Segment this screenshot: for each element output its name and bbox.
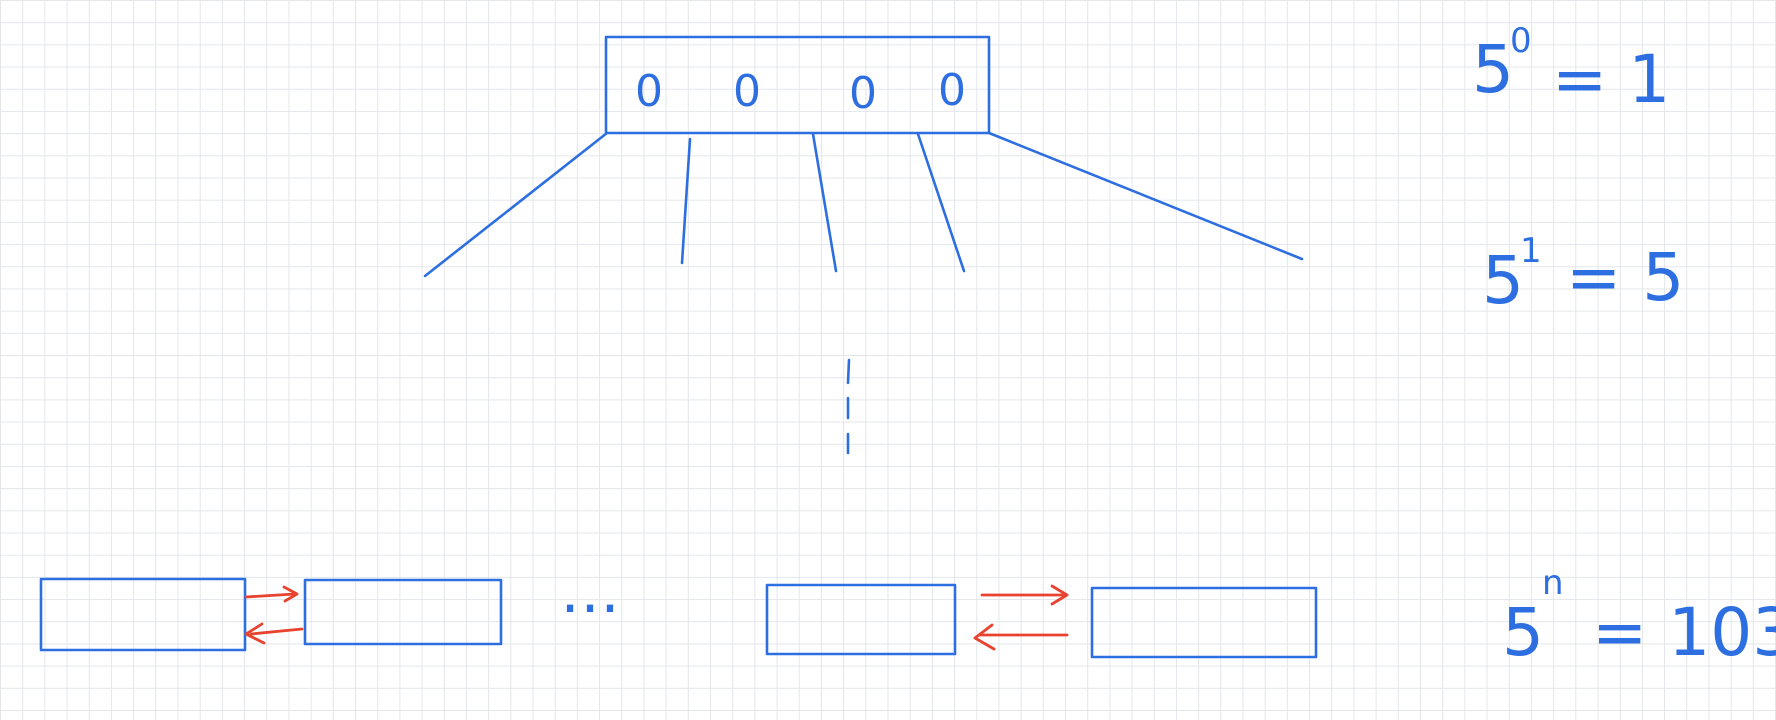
eq0-rhs: = 1 xyxy=(1552,41,1670,118)
leaf-node-2 xyxy=(303,578,503,646)
leaf-node-3 xyxy=(765,583,957,656)
equation-level-0: 5 0 = 1 xyxy=(1472,21,1670,118)
eqn-base: 5 xyxy=(1502,594,1544,671)
eq1-rhs: = 5 xyxy=(1566,239,1684,316)
eq1-base: 5 xyxy=(1482,242,1524,319)
leaf-node-4 xyxy=(1090,586,1318,659)
eq0-base: 5 xyxy=(1472,31,1514,108)
eq0-exponent: 0 xyxy=(1510,21,1532,61)
backward-arrow-head-2 xyxy=(973,623,996,651)
eqn-exponent: n xyxy=(1542,563,1564,603)
child-pointer-2 xyxy=(680,137,692,265)
backward-arrow-head xyxy=(244,622,266,645)
root-key-1: 0 xyxy=(635,66,663,117)
leaf-link-arrows-left xyxy=(244,585,304,645)
equation-level-1: 5 1 = 5 xyxy=(1482,231,1684,319)
continuation-dot-1 xyxy=(846,358,851,385)
child-pointer-5 xyxy=(987,131,1304,261)
leaf-node-1 xyxy=(39,577,247,652)
root-key-3: 0 xyxy=(849,68,877,119)
forward-arrow-head xyxy=(282,585,299,603)
equation-level-n: 5 n = 103 xyxy=(1502,563,1776,671)
forward-link-arrow xyxy=(244,592,297,599)
leaf-ellipsis: … xyxy=(560,557,620,627)
root-key-2: 0 xyxy=(733,66,761,117)
root-key-4: 0 xyxy=(938,65,966,116)
child-pointer-3 xyxy=(811,132,838,273)
forward-arrow-head-2 xyxy=(1050,584,1069,606)
child-pointer-1 xyxy=(423,131,609,278)
eqn-rhs: = 103 xyxy=(1592,594,1776,671)
root-node-box xyxy=(604,35,991,135)
eq1-exponent: 1 xyxy=(1520,231,1542,271)
leaf-link-arrows-right xyxy=(973,584,1069,651)
child-pointer-4 xyxy=(916,132,966,273)
backward-link-arrow xyxy=(249,627,304,636)
